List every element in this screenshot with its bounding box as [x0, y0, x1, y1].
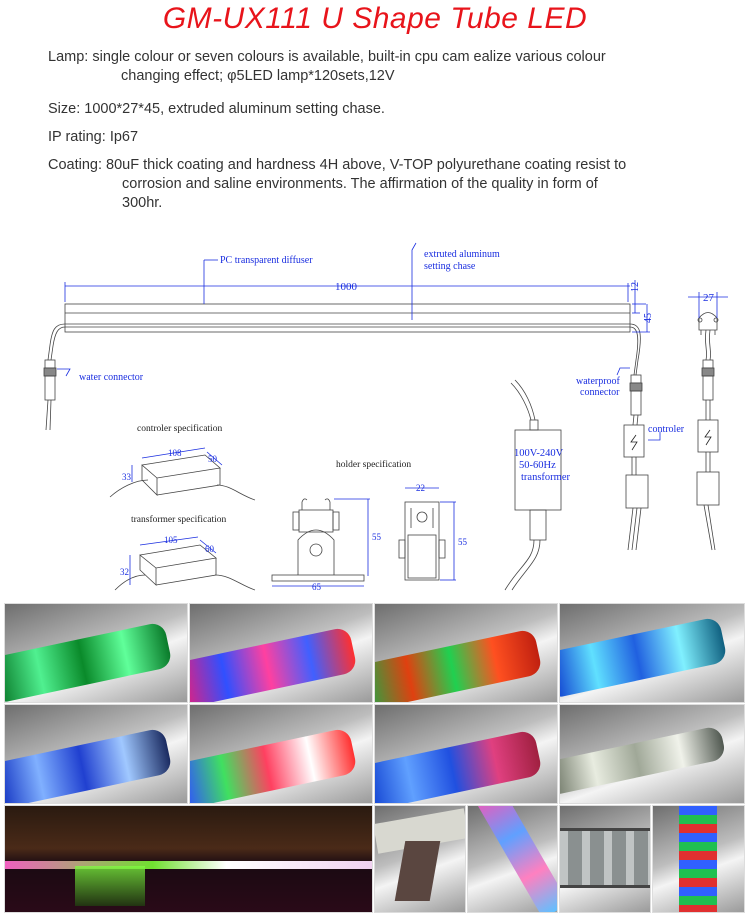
photo-tube-angle — [467, 805, 558, 913]
spec-label: Coating: — [48, 157, 103, 173]
label-chase-2: setting chase — [424, 261, 476, 272]
label-holder-base: 65 — [312, 582, 322, 592]
photo-blue-tube — [4, 704, 188, 804]
spec-label: IP rating: — [48, 129, 106, 145]
label-controler: controler — [648, 424, 685, 435]
label-holder-h2: 55 — [458, 537, 468, 547]
technical-drawing: PC transparent diffuser extruted aluminu… — [43, 242, 728, 592]
page-title: GM-UX111 U Shape Tube LED — [162, 2, 588, 35]
photo-clear-tube — [559, 704, 745, 804]
spec-value: 80uF thick coating and hardness 4H above… — [106, 157, 627, 173]
tube-body — [64, 303, 631, 333]
spec-value: 1000*27*45, extruded aluminum setting ch… — [84, 101, 385, 117]
photo-blue-cyan-tube — [559, 603, 745, 703]
photo-led-closeup — [559, 805, 651, 913]
photo-night-bridge — [4, 805, 373, 913]
spec-ip: IP rating: Ip67 — [48, 128, 138, 147]
label-trans-w: 105 — [164, 535, 178, 545]
controler-spec-title: controler specification — [137, 423, 222, 434]
photo-rgb-tube-1 — [189, 603, 373, 703]
spec-value-cont: corrosion and saline environments. The a… — [122, 176, 598, 192]
photo-blue-red-tube — [374, 704, 558, 804]
label-waterproof-2: connector — [580, 387, 620, 398]
label-holder-w: 22 — [416, 483, 425, 493]
label-trans-h: 32 — [120, 567, 129, 577]
label-transformer-1: 100V-240V — [514, 448, 564, 459]
spec-value-cont: 300hr. — [122, 195, 163, 211]
label-transformer-2: 50-60Hz — [519, 460, 556, 471]
label-waterproof-1: waterproof — [576, 376, 621, 387]
spec-value: single colour or seven colours is availa… — [92, 49, 606, 65]
spec-coating: Coating: 80uF thick coating and hardness… — [48, 156, 626, 213]
label-12: 12 — [630, 282, 641, 292]
spec-value-cont: changing effect; φ5LED lamp*120sets,12V — [121, 68, 395, 84]
label-trans-d: 60 — [205, 544, 215, 554]
photo-gallery — [4, 603, 746, 914]
photo-tube-vertical — [652, 805, 745, 913]
spec-size: Size: 1000*27*45, extruded aluminum sett… — [48, 100, 385, 119]
spec-lamp: Lamp: single colour or seven colours is … — [48, 48, 606, 86]
label-ctrl-h: 33 — [122, 472, 132, 482]
label-holder-h1: 55 — [372, 532, 382, 542]
spec-label: Size: — [48, 101, 81, 117]
label-transformer-3: transformer — [521, 472, 570, 483]
label-diffuser: PC transparent diffuser — [220, 255, 313, 266]
label-27: 27 — [703, 292, 715, 304]
label-ctrl-d: 50 — [208, 454, 218, 464]
label-length: 1000 — [335, 281, 358, 293]
label-45: 45 — [643, 313, 654, 323]
spec-value: Ip67 — [109, 129, 139, 145]
controller-box — [623, 424, 645, 458]
photo-rainbow-tube — [189, 704, 373, 804]
photo-green-tube — [4, 603, 188, 703]
spec-label: Lamp: — [48, 49, 89, 65]
photo-red-green-tube — [374, 603, 558, 703]
transformer-spec-title: transformer specification — [131, 514, 226, 525]
label-chase-1: extruted aluminum — [424, 249, 500, 260]
holder-spec-title: holder specification — [336, 459, 411, 470]
photo-holder-mount — [374, 805, 466, 913]
label-ctrl-w: 108 — [168, 448, 182, 458]
label-water-connector: water connector — [79, 372, 144, 383]
